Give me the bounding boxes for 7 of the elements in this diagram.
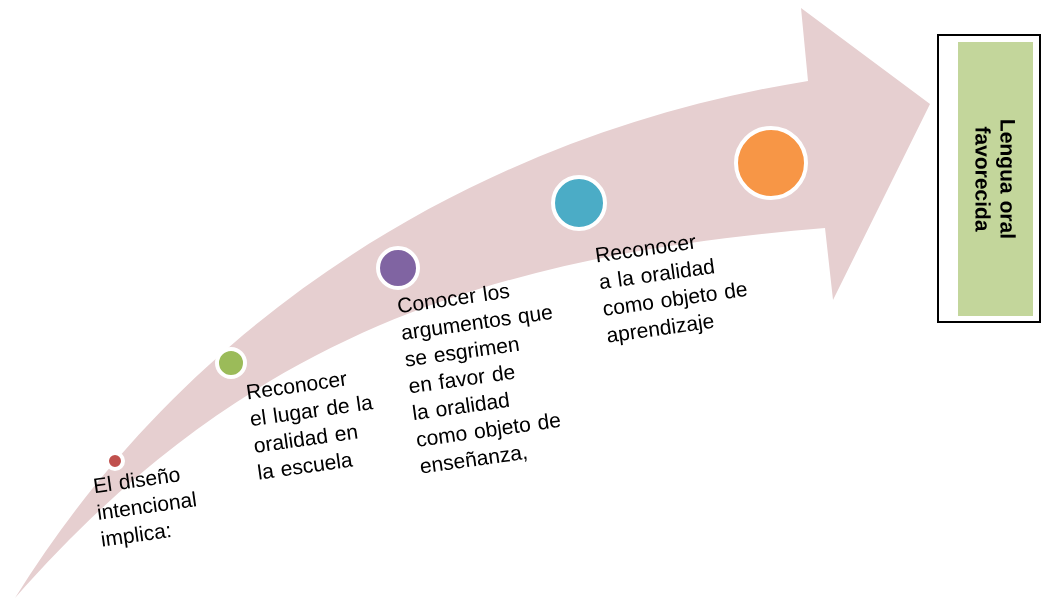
step-label: El diseño intencional implica: — [94, 468, 197, 548]
step-label: Conocer los argumentos que se esgrimen en favor de la oralidad como objeto de enseñanza, — [398, 285, 561, 474]
step-circle — [734, 126, 808, 200]
result-box: Lengua oral favorecida — [937, 34, 1041, 323]
step-label: Reconocer a la oralidad como objeto de aprendizaje — [595, 237, 747, 346]
step-label: Reconocer el lugar de la oralidad en la escuela — [246, 374, 374, 480]
step-circle — [215, 347, 247, 379]
